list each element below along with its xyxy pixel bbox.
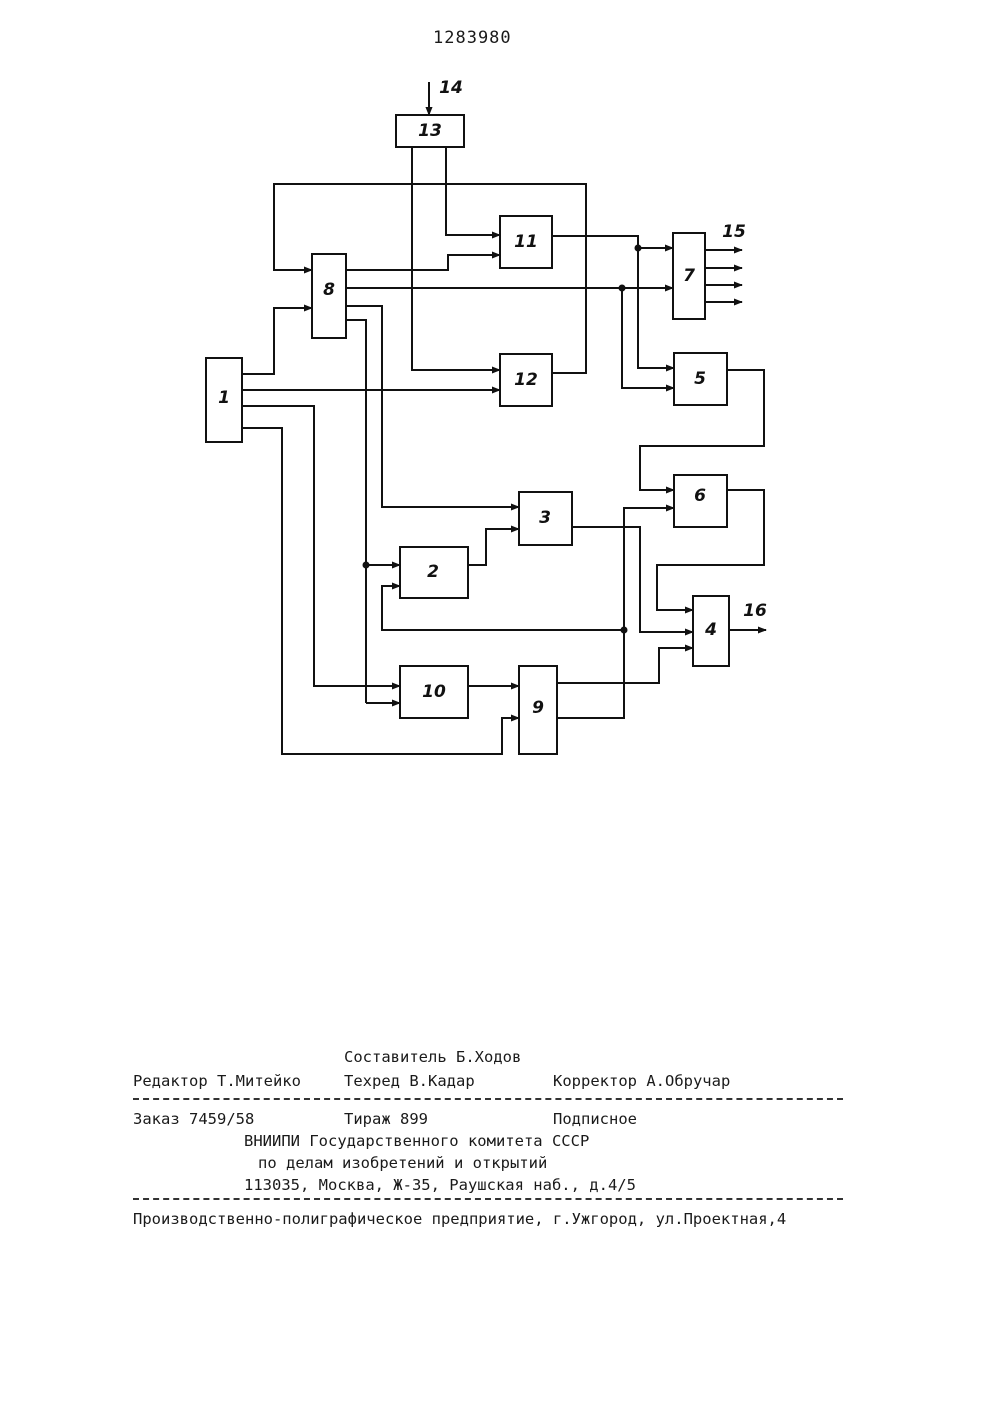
divider [133, 1098, 843, 1100]
circulation-line: Тираж 899 [344, 1110, 428, 1128]
block-7-label: 7 [683, 266, 695, 286]
block-4-label: 4 [704, 620, 717, 640]
address-line: 113035, Москва, Ж-35, Раушская наб., д.4… [244, 1176, 636, 1194]
block-4: 4 [693, 596, 729, 666]
block-6-label: 6 [694, 486, 706, 506]
techeditor-line: Техред В.Кадар [344, 1072, 475, 1090]
block-5-label: 5 [694, 369, 706, 389]
block-6: 6 [674, 475, 727, 527]
block-11: 11 [500, 216, 552, 268]
block-5: 5 [674, 353, 727, 405]
block-diagram: 13 8 11 12 7 5 1 3 6 2 4 10 [0, 0, 1000, 800]
printer-line: Производственно-полиграфическое предприя… [133, 1210, 786, 1228]
order-line: Заказ 7459/58 [133, 1110, 254, 1128]
block-8-label: 8 [323, 280, 335, 300]
corrector-line: Корректор А.Обручар [553, 1072, 730, 1090]
block-1: 1 [206, 358, 242, 442]
block-3: 3 [519, 492, 572, 545]
terminal-16-label: 16 [743, 601, 767, 621]
org-line-1: ВНИИПИ Государственного комитета СССР [244, 1132, 589, 1150]
block-13: 13 [396, 115, 464, 147]
wires [242, 82, 766, 754]
block-10: 10 [400, 666, 468, 718]
subscription-line: Подписное [553, 1110, 637, 1128]
block-7: 7 [673, 233, 705, 319]
divider [133, 1198, 843, 1200]
block-13-label: 13 [418, 121, 442, 141]
terminal-14-label: 14 [439, 78, 463, 98]
block-2: 2 [400, 547, 468, 598]
block-9-label: 9 [532, 698, 544, 718]
block-11-label: 11 [514, 232, 538, 252]
block-2-label: 2 [427, 562, 439, 582]
editor-line: Редактор Т.Митейко [133, 1072, 301, 1090]
block-10-label: 10 [422, 682, 446, 702]
org-line-2: по делам изобретений и открытий [258, 1154, 547, 1172]
block-3-label: 3 [539, 508, 551, 528]
block-8: 8 [312, 254, 346, 338]
block-9: 9 [519, 666, 557, 754]
terminal-15-label: 15 [722, 222, 746, 242]
block-1-label: 1 [218, 388, 230, 408]
block-12-label: 12 [514, 370, 538, 390]
block-12: 12 [500, 354, 552, 406]
compiler-line: Составитель Б.Ходов [344, 1048, 521, 1066]
